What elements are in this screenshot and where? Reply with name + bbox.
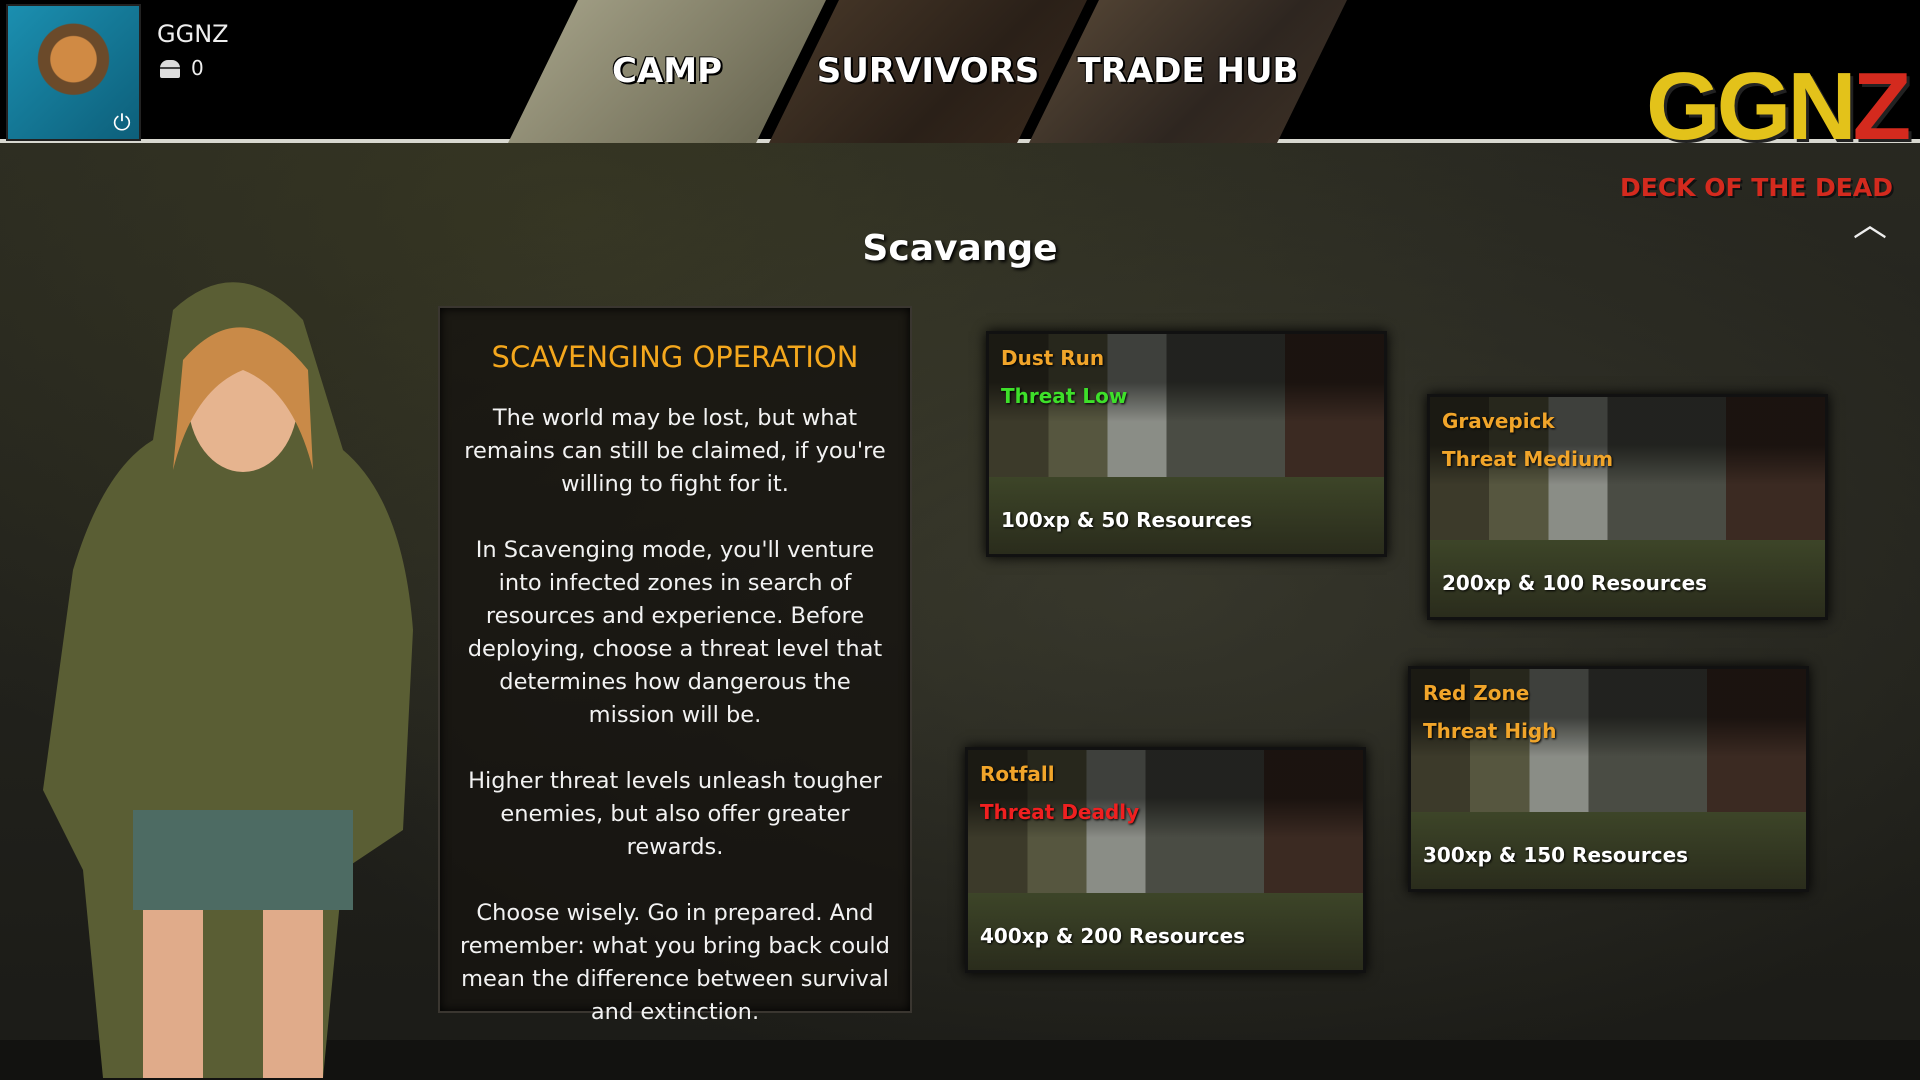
tab-label: CAMP bbox=[611, 50, 723, 91]
info-paragraph: In Scavenging mode, you'll venture into … bbox=[467, 537, 883, 728]
mission-threat: Threat Low bbox=[1001, 384, 1128, 408]
power-icon[interactable]: ⏻ bbox=[113, 111, 131, 136]
mission-reward: 400xp & 200 Resources bbox=[980, 924, 1246, 948]
chevron-up-icon[interactable]: ︿ bbox=[1853, 205, 1887, 245]
info-paragraph: The world may be lost, but what remains … bbox=[464, 405, 886, 497]
info-heading: SCAVENGING OPERATION bbox=[491, 340, 859, 374]
top-bar: ⏻ GGNZ 0 CAMP SURVIVORS TRADE HUB bbox=[0, 0, 1920, 143]
page-title: Scavange bbox=[862, 228, 1058, 269]
logo-subtitle: DECK OF THE DEAD bbox=[1620, 173, 1893, 202]
mission-name: Dust Run bbox=[1001, 346, 1105, 370]
coin-count: 0 bbox=[191, 56, 204, 80]
mission-card-rotfall[interactable]: Rotfall Threat Deadly 400xp & 200 Resour… bbox=[965, 747, 1366, 973]
mission-card-red-zone[interactable]: Red Zone Threat High 300xp & 150 Resourc… bbox=[1408, 666, 1809, 892]
mission-image bbox=[968, 750, 1363, 970]
game-logo: GGNZ DECK OF THE DEAD bbox=[1616, 24, 1912, 204]
mission-threat: Threat Medium bbox=[1442, 447, 1614, 471]
tab-camp[interactable]: CAMP bbox=[508, 0, 826, 143]
mission-card-gravepick[interactable]: Gravepick Threat Medium 200xp & 100 Reso… bbox=[1427, 394, 1828, 620]
info-paragraph: Higher threat levels unleash tougher ene… bbox=[468, 768, 882, 860]
tab-label: SURVIVORS bbox=[816, 50, 1040, 91]
info-paragraph: Choose wisely. Go in prepared. And remem… bbox=[460, 900, 890, 1025]
mission-reward: 200xp & 100 Resources bbox=[1442, 571, 1708, 595]
player-avatar[interactable]: ⏻ bbox=[6, 4, 141, 141]
tab-label: TRADE HUB bbox=[1077, 50, 1299, 91]
tab-trade-hub[interactable]: TRADE HUB bbox=[1029, 0, 1347, 143]
mission-name: Gravepick bbox=[1442, 409, 1555, 433]
mission-name: Rotfall bbox=[980, 762, 1055, 786]
mission-name: Red Zone bbox=[1423, 681, 1530, 705]
info-panel: SCAVENGING OPERATION The world may be lo… bbox=[438, 306, 912, 1025]
mission-reward: 300xp & 150 Resources bbox=[1423, 843, 1689, 867]
mission-threat: Threat High bbox=[1423, 719, 1557, 743]
logo-text: GGNZ bbox=[1646, 53, 1911, 160]
tab-survivors[interactable]: SURVIVORS bbox=[769, 0, 1087, 143]
player-name: GGNZ bbox=[157, 20, 229, 48]
survivor-character-illustration bbox=[43, 282, 413, 1078]
chest-icon bbox=[160, 60, 180, 78]
mission-threat: Threat Deadly bbox=[980, 800, 1140, 824]
mission-card-dust-run[interactable]: Dust Run Threat Low 100xp & 50 Resources bbox=[986, 331, 1387, 557]
mission-reward: 100xp & 50 Resources bbox=[1001, 508, 1253, 532]
mission-image bbox=[1411, 669, 1806, 889]
mission-image bbox=[989, 334, 1384, 554]
mission-image bbox=[1430, 397, 1825, 617]
